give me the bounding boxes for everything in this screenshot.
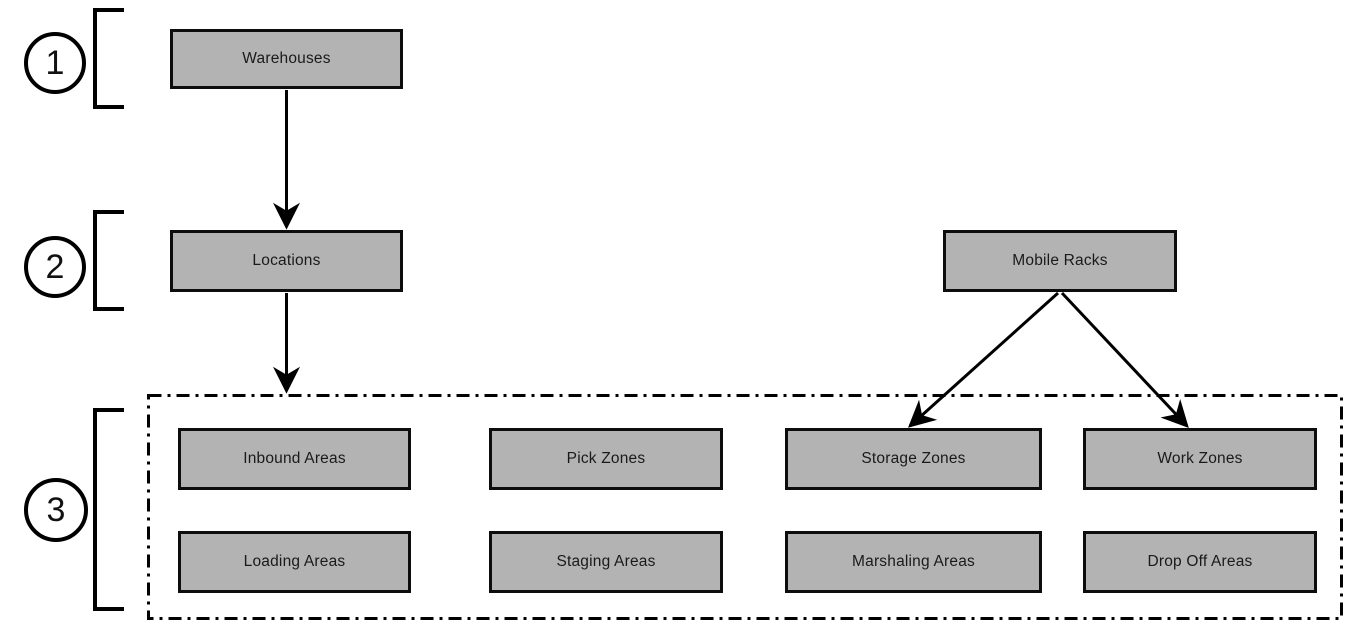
node-loading-areas-label: Loading Areas bbox=[243, 553, 346, 570]
node-storage-zones: Storage Zones bbox=[785, 428, 1042, 490]
node-warehouses-label: Warehouses bbox=[242, 50, 331, 67]
level-2-badge: 2 bbox=[24, 236, 86, 298]
node-mobile-racks: Mobile Racks bbox=[943, 230, 1177, 292]
level-1-number: 1 bbox=[45, 44, 65, 82]
node-drop-off-areas-label: Drop Off Areas bbox=[1147, 553, 1253, 570]
node-loading-areas: Loading Areas bbox=[178, 531, 411, 593]
node-work-zones: Work Zones bbox=[1083, 428, 1317, 490]
node-pick-zones-label: Pick Zones bbox=[566, 450, 646, 467]
node-storage-zones-label: Storage Zones bbox=[861, 450, 966, 467]
node-work-zones-label: Work Zones bbox=[1157, 450, 1243, 467]
node-locations: Locations bbox=[170, 230, 403, 292]
level-3-bracket bbox=[93, 408, 124, 611]
level-2-bracket bbox=[93, 210, 124, 311]
node-staging-areas: Staging Areas bbox=[489, 531, 723, 593]
node-staging-areas-label: Staging Areas bbox=[556, 553, 656, 570]
node-locations-label: Locations bbox=[252, 252, 321, 269]
level-1-badge: 1 bbox=[24, 32, 86, 94]
node-drop-off-areas: Drop Off Areas bbox=[1083, 531, 1317, 593]
level-3-badge: 3 bbox=[24, 478, 88, 542]
node-warehouses: Warehouses bbox=[170, 29, 403, 89]
level-1-bracket bbox=[93, 8, 124, 109]
node-pick-zones: Pick Zones bbox=[489, 428, 723, 490]
node-mobile-racks-label: Mobile Racks bbox=[1012, 252, 1108, 269]
level-2-number: 2 bbox=[45, 248, 65, 286]
level-3-number: 3 bbox=[46, 491, 66, 529]
arrow-mobile-racks-to-storage-zones bbox=[907, 291, 1060, 428]
node-inbound-areas-label: Inbound Areas bbox=[243, 450, 346, 467]
arrow-mobile-racks-to-work-zones bbox=[1060, 291, 1189, 428]
node-marshaling-areas-label: Marshaling Areas bbox=[852, 553, 975, 570]
node-marshaling-areas: Marshaling Areas bbox=[785, 531, 1042, 593]
node-inbound-areas: Inbound Areas bbox=[178, 428, 411, 490]
